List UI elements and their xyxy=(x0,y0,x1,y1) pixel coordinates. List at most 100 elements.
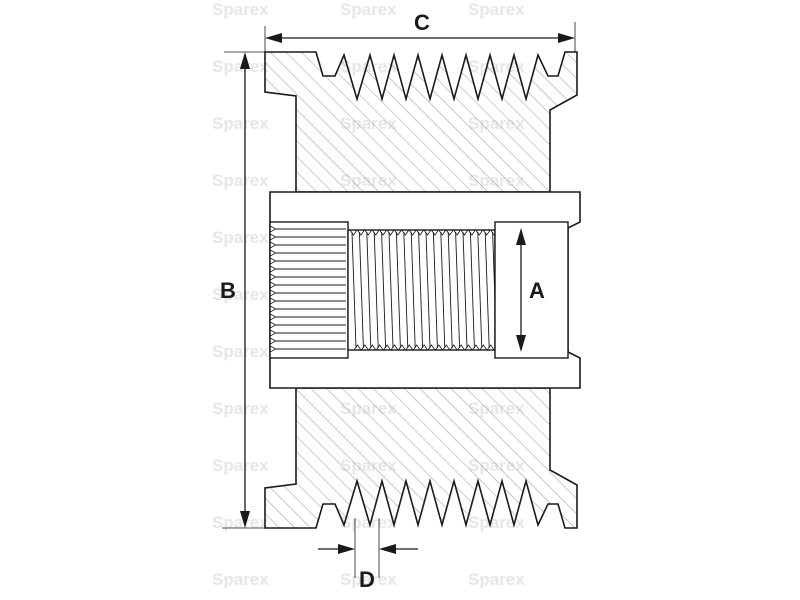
thread-crest-bottom xyxy=(420,344,428,351)
spline-tooth-tip xyxy=(269,225,277,233)
spline-tooth-tip xyxy=(269,297,277,305)
thread-crest-top xyxy=(364,229,373,236)
thread-crest-top xyxy=(416,229,424,236)
thread-crest-bottom xyxy=(449,344,458,351)
upper-body-section xyxy=(264,51,578,193)
thread-section xyxy=(347,229,496,351)
spline-tooth-tip xyxy=(269,281,277,289)
thread-crest-bottom xyxy=(457,344,465,351)
thread-crest-top xyxy=(401,229,410,236)
dimension-a-label: A xyxy=(529,278,545,303)
thread-crest-bottom xyxy=(435,344,443,351)
spline-tooth-tip xyxy=(269,257,277,265)
spline-tooth-tip xyxy=(269,289,277,297)
spline-tooth-tip xyxy=(269,305,277,313)
thread-crest-bottom xyxy=(412,344,421,351)
watermark-text: Sparex xyxy=(468,513,525,532)
thread-crest-top xyxy=(349,229,358,236)
thread-crest-top xyxy=(438,229,447,236)
spline-tooth-tip xyxy=(269,321,277,329)
thread-crest-top xyxy=(445,229,454,236)
watermark-text: Sparex xyxy=(212,342,269,361)
watermark-text: Sparex xyxy=(340,513,397,532)
thread-crest-bottom xyxy=(383,344,391,351)
dimension-c xyxy=(264,22,576,52)
thread-crest-bottom xyxy=(375,344,384,351)
thread-crest-top xyxy=(386,229,395,236)
thread-crest-bottom xyxy=(353,344,362,351)
dimension-b xyxy=(222,51,265,529)
thread-crest-bottom xyxy=(405,344,414,351)
thread-line xyxy=(455,231,461,349)
bore-plain-section xyxy=(494,221,569,359)
watermark-text: Sparex xyxy=(212,57,269,76)
thread-line xyxy=(462,231,468,349)
watermark-text: Sparex xyxy=(212,399,269,418)
dimension-d-label: D xyxy=(359,567,375,592)
thread-crest-top xyxy=(460,229,469,236)
thread-line xyxy=(373,231,379,349)
thread-line xyxy=(447,231,453,349)
thread-line xyxy=(484,231,490,349)
watermark-text: Sparex xyxy=(212,171,269,190)
thread-crest-bottom xyxy=(479,344,488,351)
thread-crest-bottom xyxy=(464,344,473,351)
dimension-d xyxy=(318,518,418,578)
watermark-text: Sparex xyxy=(212,0,269,19)
thread-crest-bottom xyxy=(398,344,406,351)
spline-tooth-tip xyxy=(269,329,277,337)
watermark-text: Sparex xyxy=(212,285,269,304)
thread-line xyxy=(351,231,357,349)
thread-crest-top xyxy=(394,229,402,236)
thread-crest-top xyxy=(357,229,365,236)
thread-line xyxy=(366,231,372,349)
thread-crest-top xyxy=(482,229,491,236)
thread-crest-bottom xyxy=(368,344,377,351)
spline-tooth-tip xyxy=(269,313,277,321)
thread-crest-top xyxy=(431,229,439,236)
lower-body-section xyxy=(264,387,578,529)
thread-line xyxy=(381,231,387,349)
thread-line xyxy=(440,231,446,349)
dimension-c-label: C xyxy=(414,10,430,35)
spline-section xyxy=(269,221,349,359)
watermark-text: Sparex xyxy=(468,0,525,19)
thread-crest-bottom xyxy=(442,344,451,351)
thread-line xyxy=(395,231,401,349)
spline-tooth-tip xyxy=(269,337,277,345)
thread-crest-top xyxy=(423,229,432,236)
thread-line xyxy=(388,231,394,349)
spline-tooth-tip xyxy=(269,345,277,353)
thread-lines xyxy=(349,229,502,351)
thread-line xyxy=(469,231,475,349)
thread-line xyxy=(418,231,424,349)
spline-tooth-tip xyxy=(269,265,277,273)
watermark-text: Sparex xyxy=(468,570,525,589)
watermark-text: Sparex xyxy=(212,228,269,247)
thread-crest-top xyxy=(408,229,417,236)
thread-crest-top xyxy=(371,229,380,236)
thread-crest-bottom xyxy=(472,344,480,351)
thread-crest-bottom xyxy=(486,344,495,351)
dimension-b-label: B xyxy=(220,278,236,303)
spline-tooth-tip xyxy=(269,241,277,249)
spline-teeth xyxy=(269,225,346,353)
watermark-text: Sparex xyxy=(212,456,269,475)
watermark-text: Sparex xyxy=(212,570,269,589)
thread-crest-top xyxy=(468,229,476,236)
thread-crest-top xyxy=(475,229,484,236)
watermark-text: Sparex xyxy=(340,0,397,19)
thread-line xyxy=(432,231,438,349)
thread-line xyxy=(403,231,409,349)
thread-crest-bottom xyxy=(390,344,399,351)
thread-crest-bottom xyxy=(361,344,369,351)
thread-line xyxy=(425,231,431,349)
spline-tooth-tip xyxy=(269,233,277,241)
thread-crest-top xyxy=(379,229,387,236)
watermark-text: Sparex xyxy=(212,513,269,532)
thread-line xyxy=(358,231,364,349)
thread-crest-bottom xyxy=(427,344,436,351)
spline-tooth-tip xyxy=(269,249,277,257)
dimension-a xyxy=(516,228,526,352)
